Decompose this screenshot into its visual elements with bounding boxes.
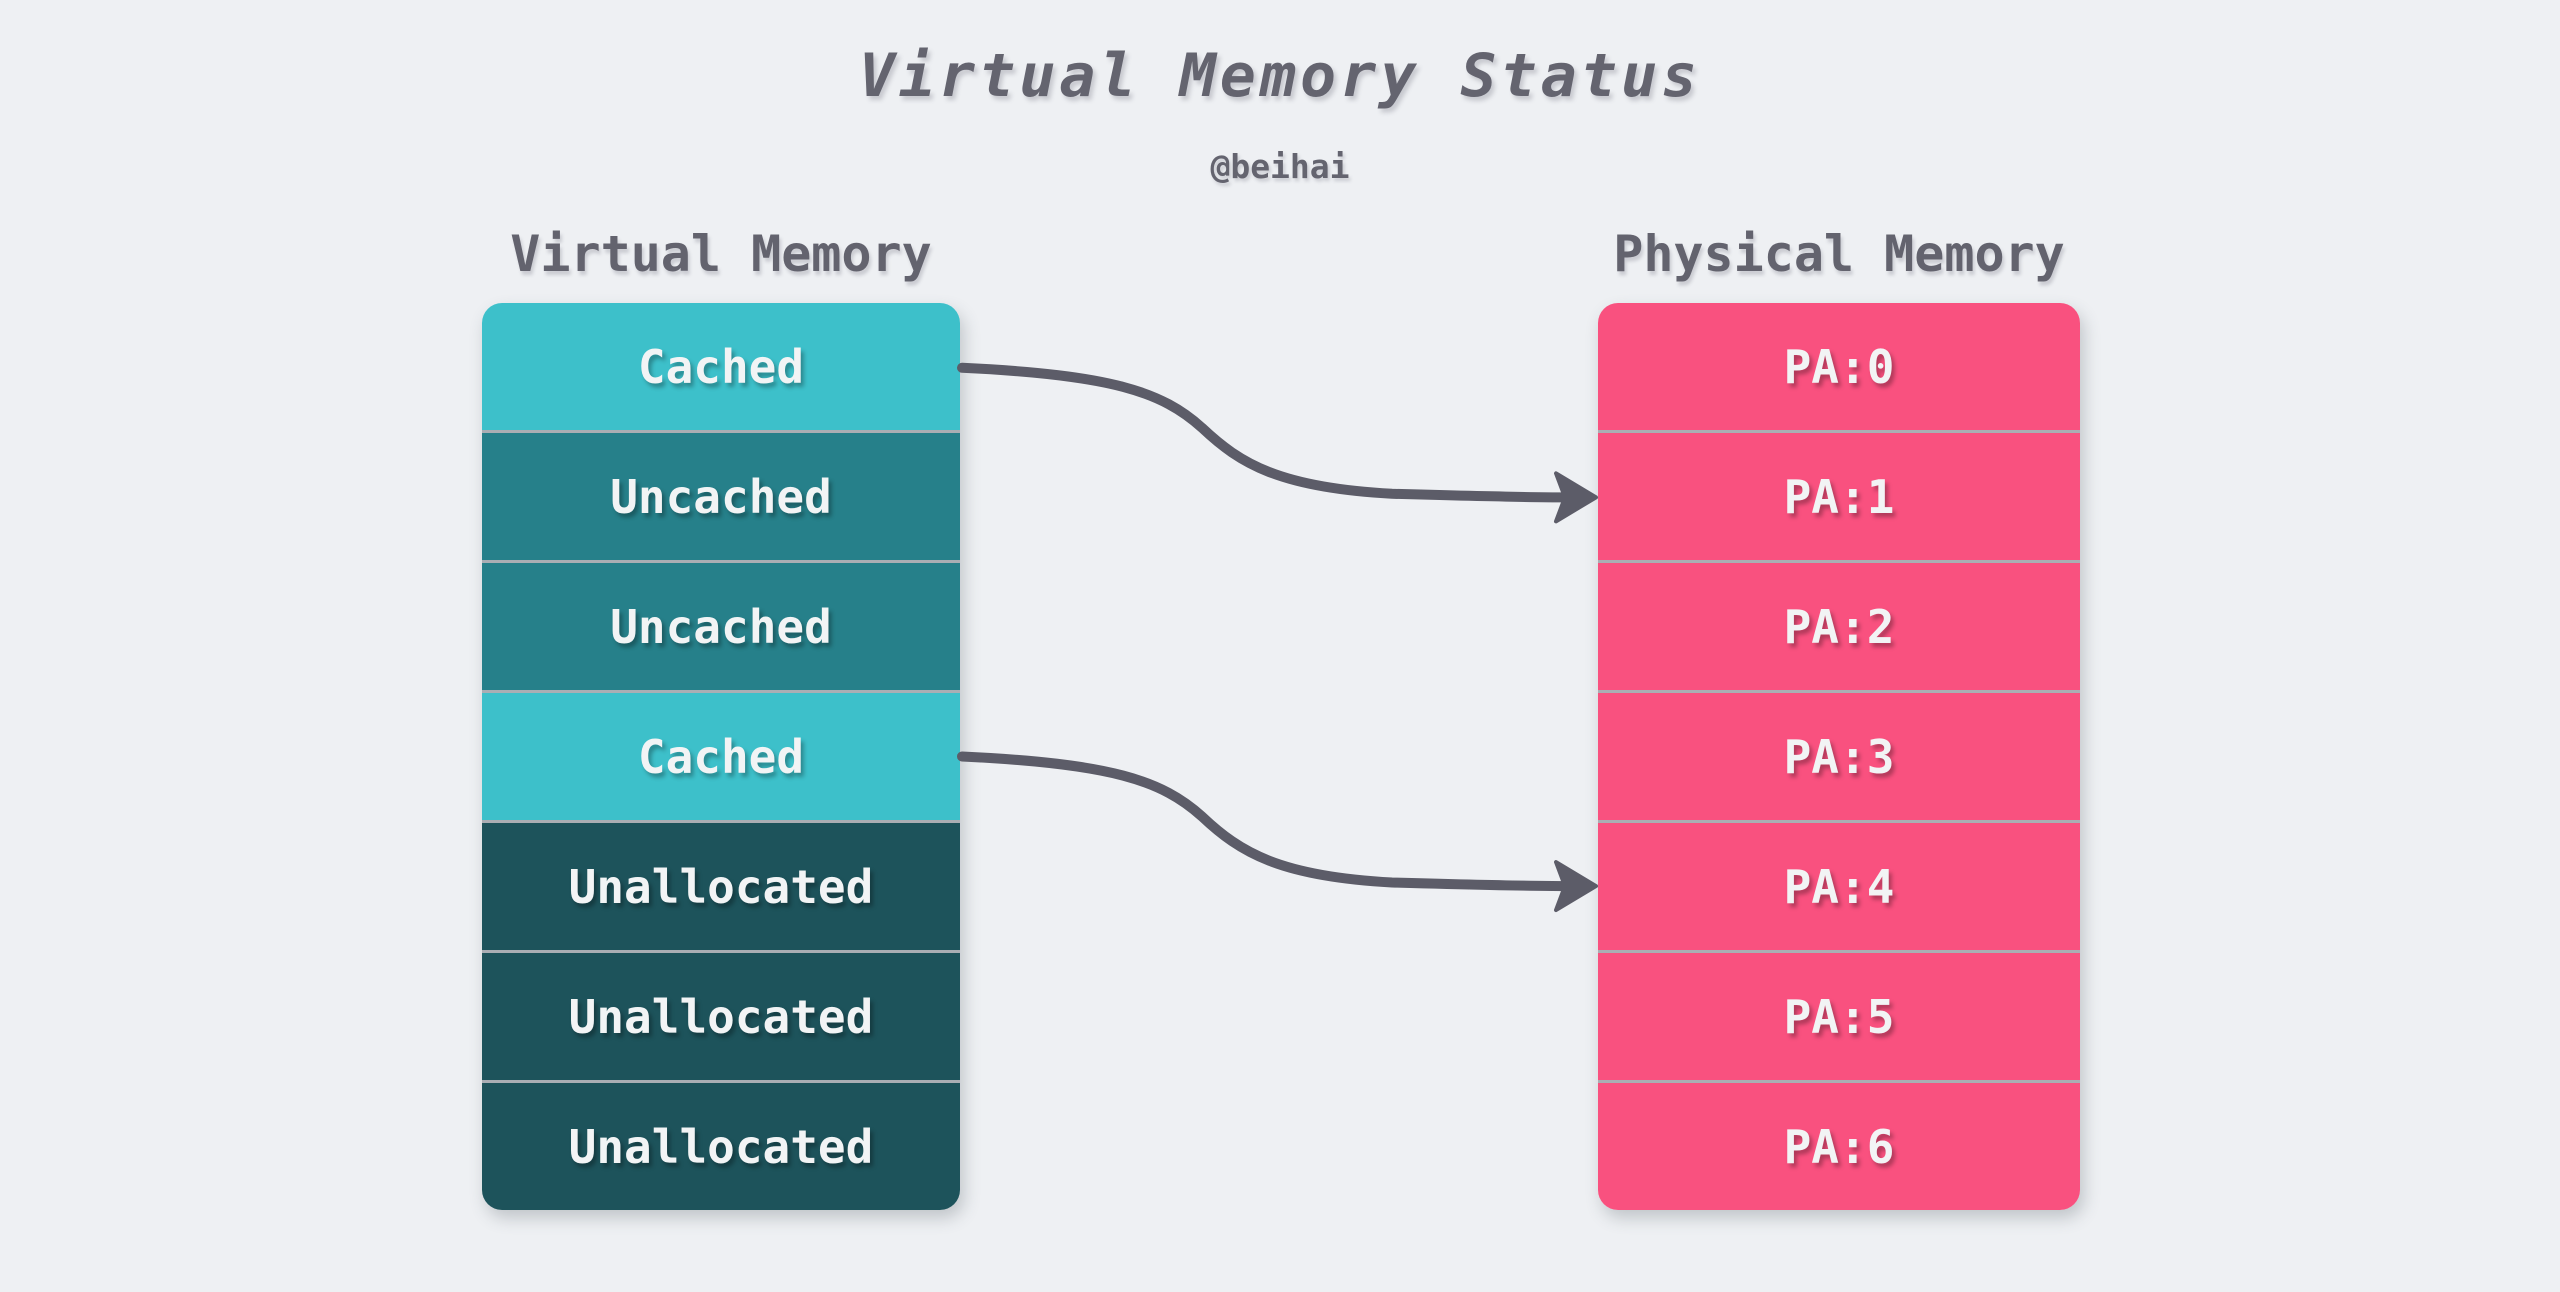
virtual-memory-block: Cached xyxy=(482,303,960,430)
physical-memory-header: Physical Memory xyxy=(1613,225,2065,283)
page-title: Virtual Memory Status xyxy=(858,41,1702,111)
physical-memory-block: PA:2 xyxy=(1598,560,2080,690)
physical-memory-block: PA:5 xyxy=(1598,950,2080,1080)
mapping-arrow xyxy=(957,751,1571,892)
virtual-memory-block: Unallocated xyxy=(482,820,960,950)
virtual-memory-header: Virtual Memory xyxy=(510,225,932,283)
virtual-memory-block: Cached xyxy=(482,690,960,820)
physical-memory-block: PA:4 xyxy=(1598,820,2080,950)
arrowhead-icon xyxy=(1554,860,1598,913)
mapping-arrow xyxy=(957,362,1571,503)
author-handle: @beihai xyxy=(1210,146,1350,186)
virtual-memory-block: Uncached xyxy=(482,430,960,560)
physical-memory-block: PA:6 xyxy=(1598,1080,2080,1210)
arrowhead-icon xyxy=(1554,471,1598,524)
physical-memory-block: PA:3 xyxy=(1598,690,2080,820)
virtual-memory-block: Unallocated xyxy=(482,950,960,1080)
virtual-memory-block: Unallocated xyxy=(482,1080,960,1210)
virtual-memory-block: Uncached xyxy=(482,560,960,690)
physical-memory-block: PA:1 xyxy=(1598,430,2080,560)
physical-memory-block: PA:0 xyxy=(1598,303,2080,430)
